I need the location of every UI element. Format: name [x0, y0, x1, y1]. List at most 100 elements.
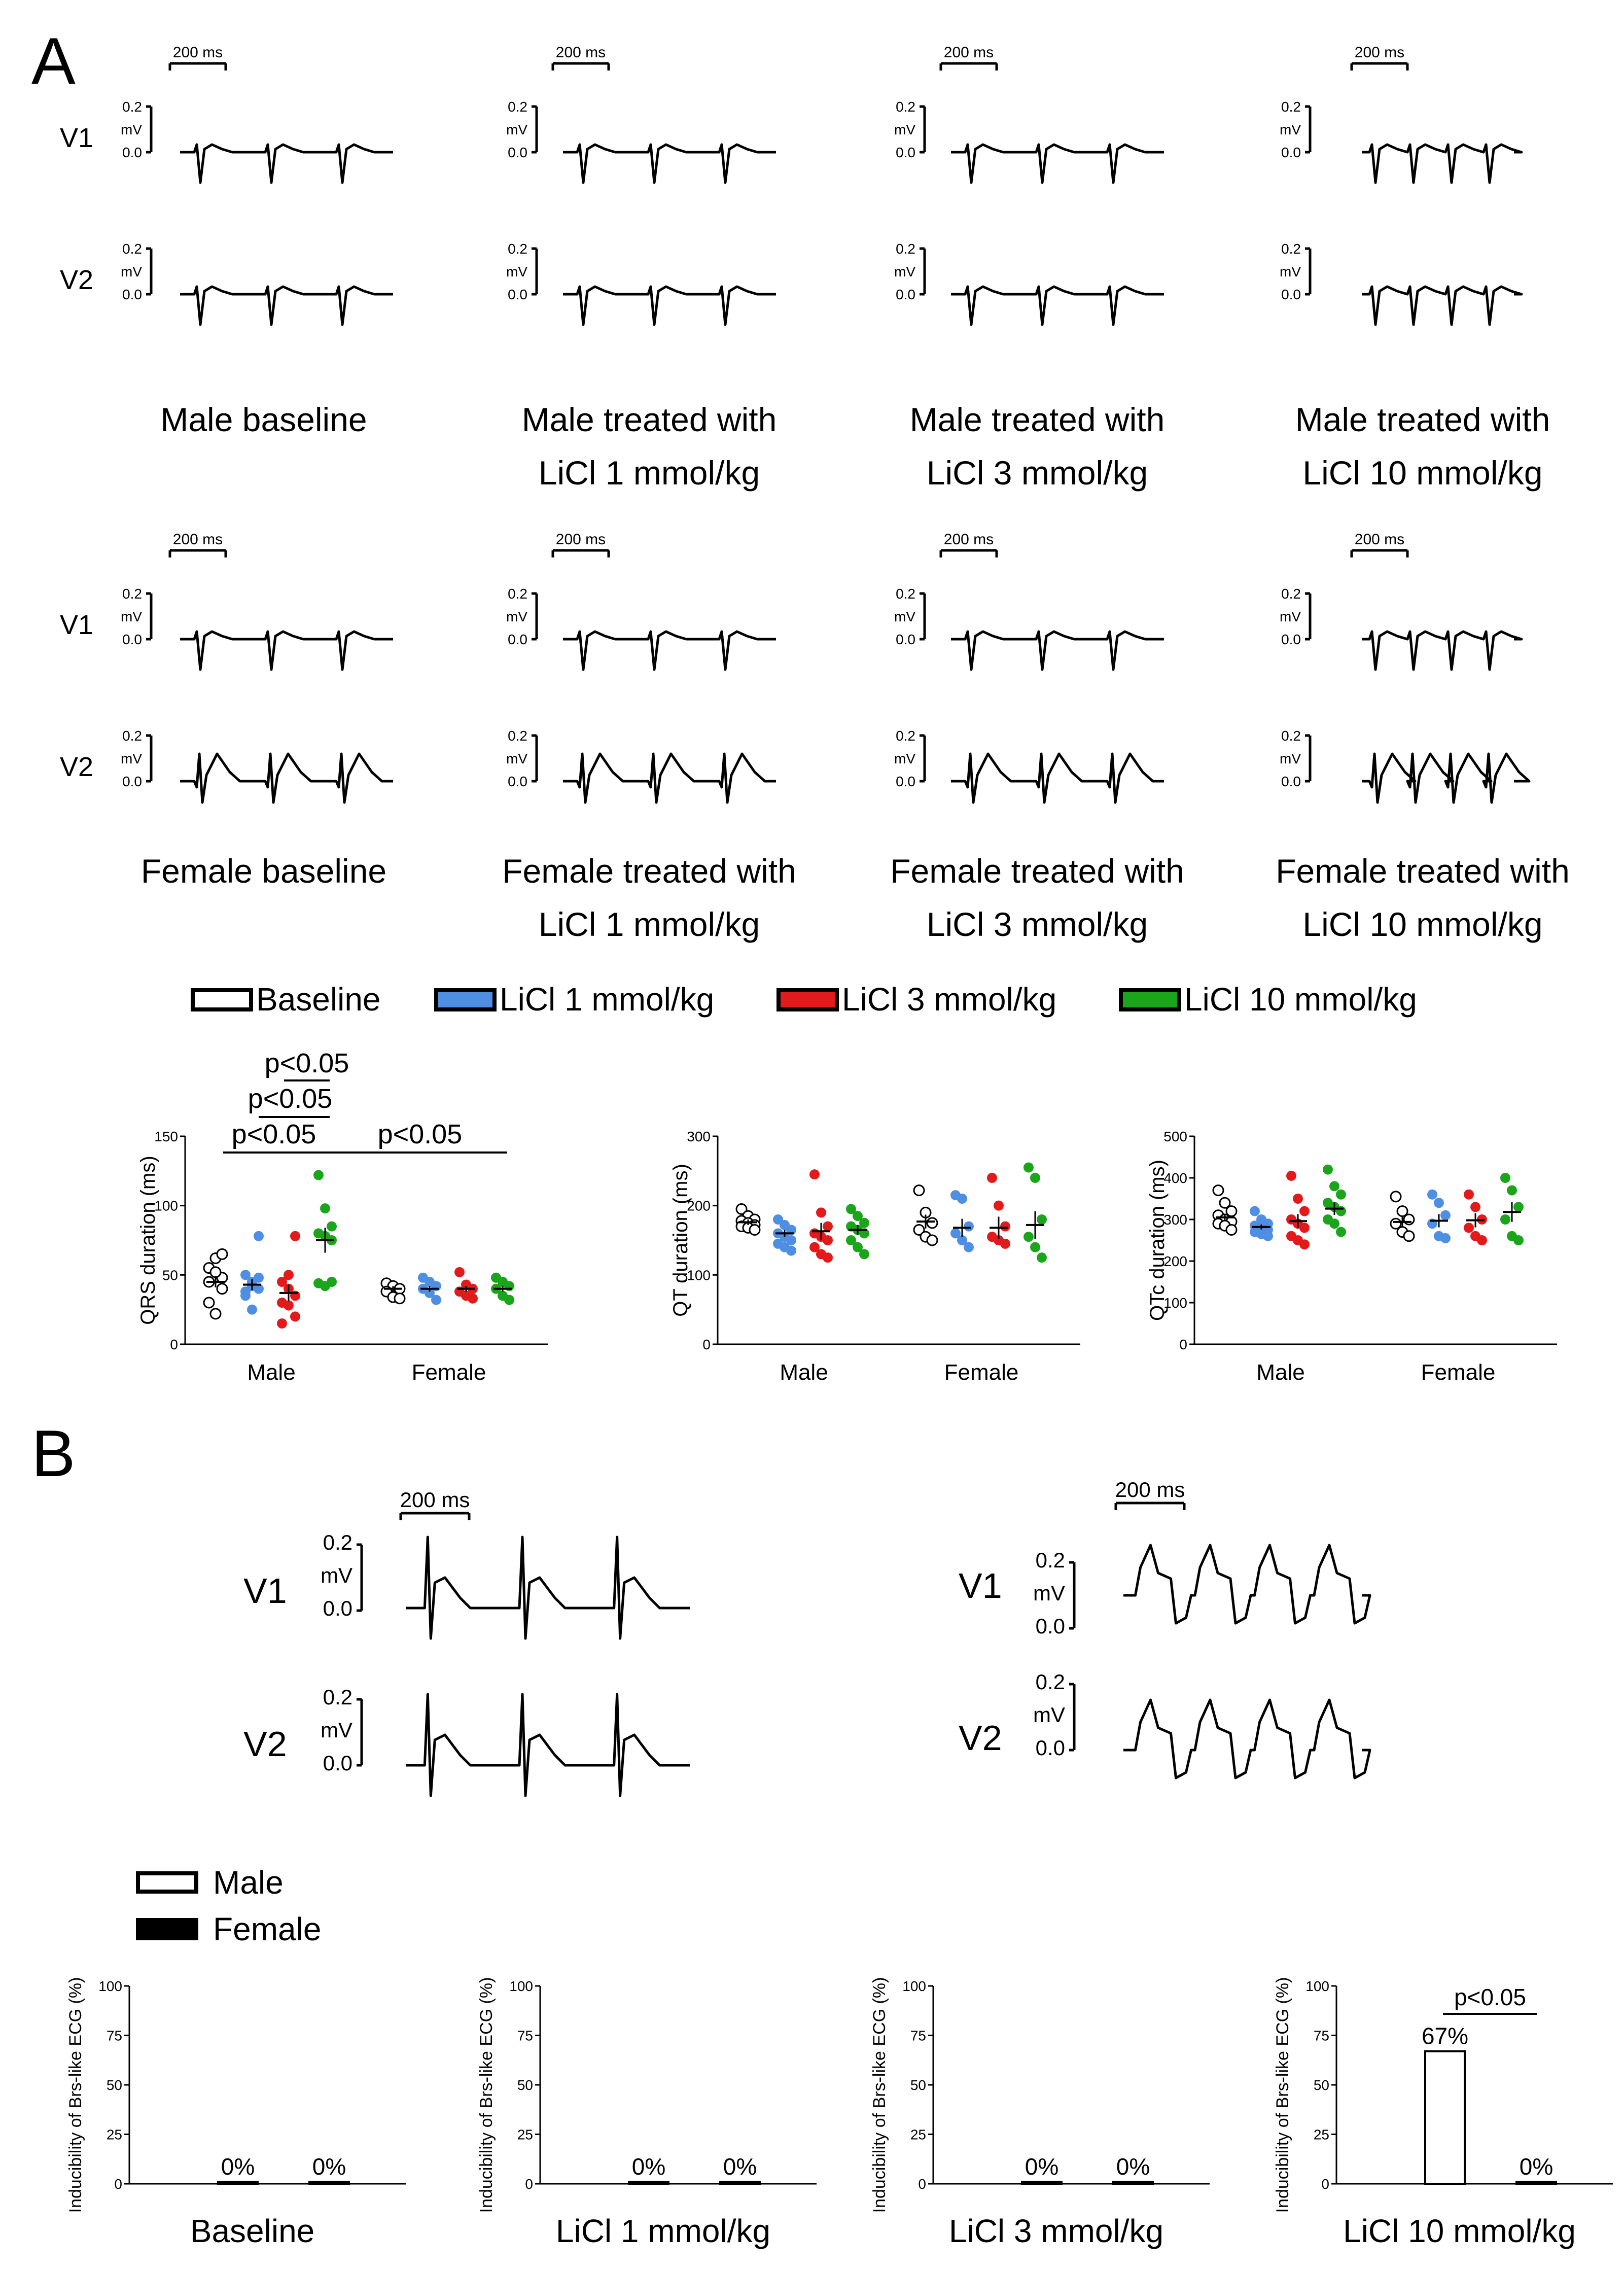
- scale-zero-label: 0.0: [122, 632, 142, 647]
- p-value: p<0.05: [1454, 1984, 1526, 2010]
- x-group-label: Female: [412, 1360, 486, 1385]
- y-tick-label: 50: [1314, 2077, 1329, 2093]
- bar-value-label: 0%: [312, 2153, 346, 2180]
- data-point: [290, 1231, 300, 1241]
- data-point: [1336, 1189, 1346, 1200]
- time-scale-label: 200 ms: [1115, 1478, 1185, 1502]
- data-point: [1219, 1197, 1231, 1209]
- y-tick-label: 75: [107, 2028, 122, 2044]
- panel-label-b: B: [31, 1416, 76, 1490]
- data-point: [913, 1224, 925, 1236]
- panel-b-lead-v2-left: V2: [243, 1724, 287, 1764]
- female-time-scale-1: 200 ms: [551, 531, 610, 557]
- scale-top-label: 0.2: [508, 99, 527, 115]
- scale-zero-label: 0.0: [896, 287, 915, 302]
- time-scale-label: 200 ms: [173, 531, 223, 548]
- data-point: [846, 1235, 856, 1245]
- data-point: [1507, 1185, 1517, 1196]
- data-point: [1427, 1189, 1437, 1200]
- time-scale-label: 200 ms: [944, 531, 994, 548]
- panel-b-ecg-v2-right: [1123, 1698, 1371, 1779]
- data-point: [313, 1170, 324, 1180]
- legend-label: LiCl 3 mmol/kg: [842, 981, 1056, 1018]
- female-ecg-v2-1: [563, 752, 776, 804]
- scale-top-label: 0.2: [1036, 1548, 1065, 1572]
- male-time-scale-3: 200 ms: [1350, 44, 1409, 71]
- scale-zero-label: 0.0: [896, 774, 915, 789]
- scale-unit-label: mV: [894, 751, 915, 766]
- data-point: [823, 1221, 833, 1232]
- male-time-scale-2: 200 ms: [939, 44, 998, 71]
- data-point: [816, 1207, 826, 1218]
- bar: [1021, 2181, 1063, 2185]
- scale-unit-label: mV: [121, 751, 142, 766]
- data-point: [1403, 1230, 1415, 1242]
- data-point: [425, 1287, 435, 1298]
- data-point: [431, 1295, 441, 1305]
- scale-top-label: 0.2: [122, 99, 142, 115]
- sex-legend-swatch: [136, 1918, 198, 1940]
- data-point: [277, 1318, 287, 1329]
- data-point: [994, 1200, 1004, 1211]
- scale-unit-label: mV: [1033, 1581, 1065, 1605]
- data-point: [284, 1300, 294, 1311]
- data-point: [1440, 1233, 1451, 1243]
- data-point: [1403, 1213, 1415, 1226]
- time-scale-label: 200 ms: [944, 44, 994, 61]
- scale-unit-label: mV: [506, 751, 527, 766]
- data-point: [1030, 1242, 1040, 1252]
- bar-value-label: 67%: [1422, 2023, 1468, 2049]
- scale-unit-label: mV: [121, 264, 142, 280]
- legend-swatch: [776, 988, 839, 1011]
- y-tick-label: 100: [509, 1978, 533, 1994]
- data-point: [327, 1277, 337, 1287]
- y-tick-label: 100: [154, 1198, 178, 1214]
- data-point: [1440, 1210, 1451, 1220]
- scale-top-label: 0.2: [896, 99, 915, 115]
- legend-label: LiCl 1 mmol/kg: [500, 981, 714, 1018]
- data-point: [1470, 1202, 1480, 1212]
- data-point: [1299, 1239, 1310, 1250]
- scale-unit-label: mV: [321, 1563, 352, 1587]
- y-tick-label: 50: [910, 2077, 926, 2093]
- female-lead-v1: V1: [60, 610, 93, 640]
- data-point: [1464, 1189, 1474, 1200]
- p-value: p<0.05: [378, 1119, 463, 1149]
- scale-zero-label: 0.0: [122, 774, 142, 789]
- scale-zero-label: 0.0: [122, 145, 142, 160]
- scale-zero-label: 0.0: [508, 145, 527, 160]
- x-group-label: Male: [780, 1360, 828, 1385]
- scale-unit-label: mV: [506, 264, 527, 280]
- panel-b-lead-v2-right: V2: [959, 1718, 1002, 1758]
- bar-value-label: 0%: [1025, 2153, 1058, 2180]
- female-ecg-v1-1: [563, 630, 776, 671]
- data-point: [926, 1217, 938, 1229]
- data-point: [735, 1203, 748, 1215]
- data-point: [504, 1295, 514, 1305]
- bar: [1112, 2181, 1154, 2185]
- scale-top-label: 0.2: [1281, 728, 1301, 744]
- female-ecg-v1-0: [180, 630, 393, 671]
- legend-swatch: [1119, 988, 1181, 1011]
- y-tick-label: 75: [517, 2028, 533, 2044]
- data-point: [964, 1221, 974, 1232]
- data-point: [1293, 1194, 1303, 1204]
- data-point: [1329, 1218, 1339, 1229]
- sex-legend-label: Female: [213, 1911, 321, 1947]
- data-point: [1513, 1202, 1524, 1212]
- scale-unit-label: mV: [506, 122, 527, 137]
- scale-top-label: 0.2: [508, 241, 527, 257]
- data-point: [853, 1242, 863, 1252]
- data-point: [1477, 1235, 1487, 1245]
